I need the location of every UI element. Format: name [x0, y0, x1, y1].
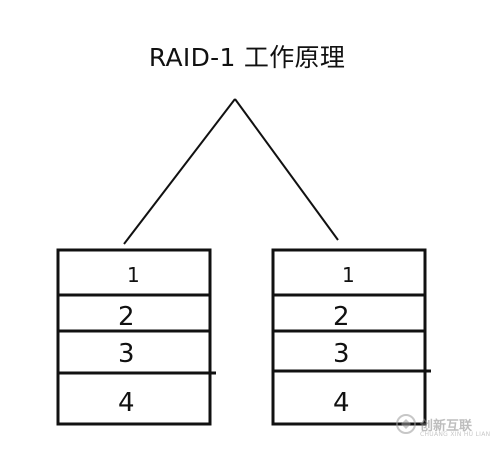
disk-left-frame — [56, 248, 212, 426]
connector-left — [123, 98, 236, 245]
disk-left-block-4: 4 — [118, 388, 135, 418]
disk-left-block-3: 3 — [118, 339, 135, 369]
disk-right-block-1: 1 — [342, 263, 355, 287]
watermark-sub: CHUANG XIN HU LIAN — [420, 431, 491, 438]
connector-right — [234, 98, 339, 241]
brand-logo-icon — [396, 414, 416, 434]
diagram-title: RAID-1 工作原理 — [148, 43, 346, 72]
disk-left-block-1: 1 — [127, 263, 140, 287]
watermark-brand: 创新互联 — [420, 419, 473, 434]
disk-right-block-3: 3 — [333, 339, 350, 369]
disk-left-block-2: 2 — [118, 302, 135, 332]
disk-right: 1 2 3 4 — [271, 248, 431, 426]
disk-right-block-4: 4 — [333, 388, 350, 418]
disk-right-block-2: 2 — [333, 302, 350, 332]
disk-right-frame — [271, 248, 427, 426]
disk-left: 1 2 3 4 — [56, 248, 216, 426]
watermark: 创新互联 CHUANG XIN HU LIAN — [394, 412, 494, 442]
